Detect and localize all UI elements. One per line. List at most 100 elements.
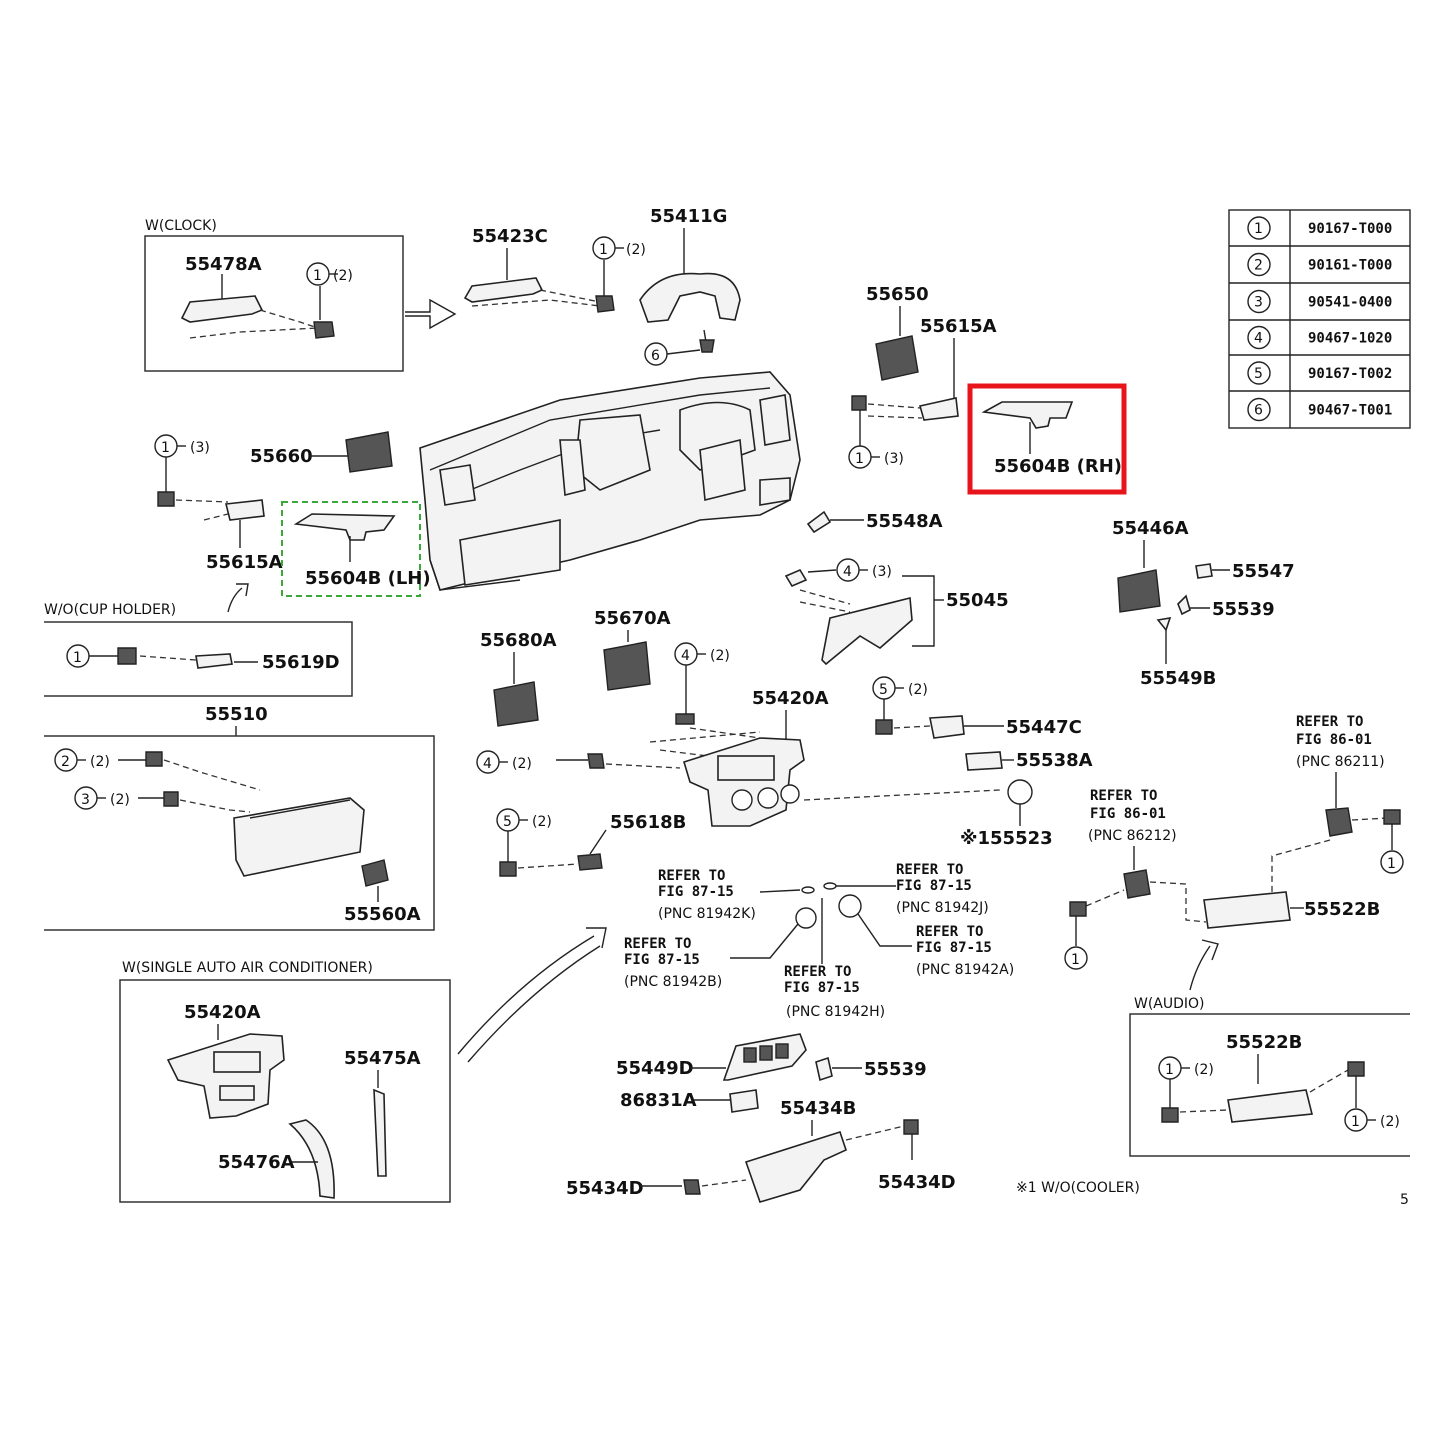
part-shape-55045-clip [784, 568, 808, 588]
part-shape-55045 [821, 596, 913, 666]
svg-text:6: 6 [651, 348, 660, 364]
part-shape-55615A-right [918, 397, 959, 421]
part-label-55447C: 55447C [1006, 717, 1082, 738]
svg-text:REFER TO: REFER TO [916, 924, 983, 940]
legend-number: 2 [1254, 258, 1263, 274]
screw-icon [699, 339, 715, 353]
part-label-55549B: 55549B [1140, 668, 1216, 689]
part-shape-81942A [838, 894, 862, 918]
legend-callout-circle [1247, 289, 1271, 314]
part-shape-55680A [493, 681, 539, 727]
screw-icon [903, 1119, 919, 1135]
bolt-icon [157, 491, 175, 507]
svg-text:1: 1 [1071, 952, 1080, 968]
svg-text:(2): (2) [110, 792, 130, 808]
part-shape-55446A [1117, 569, 1161, 613]
svg-text:5: 5 [503, 814, 512, 830]
group-label-w-clock: W(CLOCK) [145, 218, 217, 234]
part-shape-55478A [180, 295, 264, 323]
part-shape-86831A [729, 1089, 759, 1113]
part-shape-55475A [373, 1088, 387, 1177]
arrow-icon [1189, 945, 1211, 991]
part-shape-55510 [233, 797, 365, 877]
svg-text:FIG 87-15: FIG 87-15 [624, 952, 700, 968]
part-shape-55539-b [815, 1056, 833, 1082]
instrument-panel-assembly [419, 371, 801, 591]
legend-callout-circle [1247, 361, 1271, 385]
part-shape-55619D [195, 653, 233, 669]
part-label-55522B: 55522B [1304, 899, 1380, 920]
svg-text:(2): (2) [1380, 1114, 1400, 1130]
part-shape-55539-a [1177, 594, 1191, 616]
part-label-55618B: 55618B [610, 812, 686, 833]
svg-text:FIG 86-01: FIG 86-01 [1090, 806, 1166, 822]
legend-part-code: 90161-T000 [1308, 258, 1392, 274]
svg-text:(2): (2) [626, 242, 646, 258]
part-label-55420A-b: 55420A [184, 1002, 261, 1023]
part-label-55650: 55650 [866, 284, 929, 305]
part-shape-55522B [1203, 891, 1291, 929]
part-shape-55618B [577, 853, 603, 871]
svg-text:(3): (3) [872, 564, 892, 580]
part-label-55538A: 55538A [1016, 750, 1093, 771]
svg-text:FIG 86-01: FIG 86-01 [1296, 732, 1372, 748]
part-shape-55604B-rh [981, 401, 1074, 429]
svg-text:1: 1 [1165, 1062, 1174, 1078]
part-label-86831A: 86831A [620, 1090, 697, 1111]
callout-circle [1380, 850, 1404, 874]
part-label-55434D-right: 55434D [878, 1172, 956, 1193]
legend-callout-circle [1247, 216, 1271, 240]
page-mark: 5 [1400, 1192, 1409, 1208]
svg-text:(2): (2) [908, 682, 928, 698]
part-label-55680A: 55680A [480, 630, 557, 651]
group-label-wo-cup-holder: W/O(CUP HOLDER) [44, 602, 176, 618]
part-label-55420A: 55420A [752, 688, 829, 709]
bolt-icon [595, 295, 615, 313]
arrow-icon [227, 587, 243, 613]
svg-text:FIG 87-15: FIG 87-15 [784, 980, 860, 996]
part-shape-55604B-lh [293, 513, 396, 541]
part-label-55449D: 55449D [616, 1058, 694, 1079]
bolt-icon [875, 719, 893, 735]
callout-circle [1064, 946, 1088, 970]
bolt-icon [117, 647, 137, 665]
part-label-55045: 55045 [946, 590, 1009, 611]
part-shape-55447C [929, 715, 965, 739]
svg-text:REFER TO: REFER TO [896, 862, 963, 878]
highlight-box-55604B-rh [967, 383, 1127, 495]
group-label-w-audio: W(AUDIO) [1134, 996, 1205, 1012]
legend-part-code: 90467-T001 [1308, 403, 1392, 419]
part-shape-55522B-b [1227, 1089, 1314, 1123]
svg-text:(3): (3) [190, 440, 210, 456]
part-label-55434D-left: 55434D [566, 1178, 644, 1199]
group-label-w-single-auto-ac: W(SINGLE AUTO AIR CONDITIONER) [122, 960, 373, 976]
nut-icon [163, 791, 179, 807]
legend-callout-circle [1247, 252, 1271, 277]
part-shape-55560A [361, 859, 389, 887]
svg-text:(PNC 81942A): (PNC 81942A) [916, 962, 1014, 978]
nut-icon [675, 713, 695, 725]
svg-text:(PNC 81942H): (PNC 81942H) [786, 1004, 885, 1020]
part-label-55604B-rh: 55604B (RH) [994, 456, 1122, 477]
svg-text:4: 4 [843, 564, 852, 580]
legend-number: 5 [1254, 366, 1263, 382]
svg-text:(PNC 86211): (PNC 86211) [1296, 754, 1385, 770]
part-label-55475A: 55475A [344, 1048, 421, 1069]
part-label-55660: 55660 [250, 446, 313, 467]
svg-text:REFER TO: REFER TO [624, 936, 691, 952]
highlight-box-55604B-lh [281, 501, 421, 597]
bolt-icon [313, 321, 335, 339]
svg-text:(2): (2) [90, 754, 110, 770]
svg-text:(PNC 81942K): (PNC 81942K) [658, 906, 756, 922]
part-label-55670A: 55670A [594, 608, 671, 629]
part-shape-81942B [795, 907, 817, 929]
svg-text:(PNC 81942J): (PNC 81942J) [896, 900, 989, 916]
svg-text:1: 1 [161, 440, 170, 456]
clip-icon [587, 753, 605, 769]
group-box-w-audio [1129, 1013, 1410, 1157]
svg-text:(3): (3) [884, 451, 904, 467]
svg-text:1: 1 [599, 242, 608, 258]
